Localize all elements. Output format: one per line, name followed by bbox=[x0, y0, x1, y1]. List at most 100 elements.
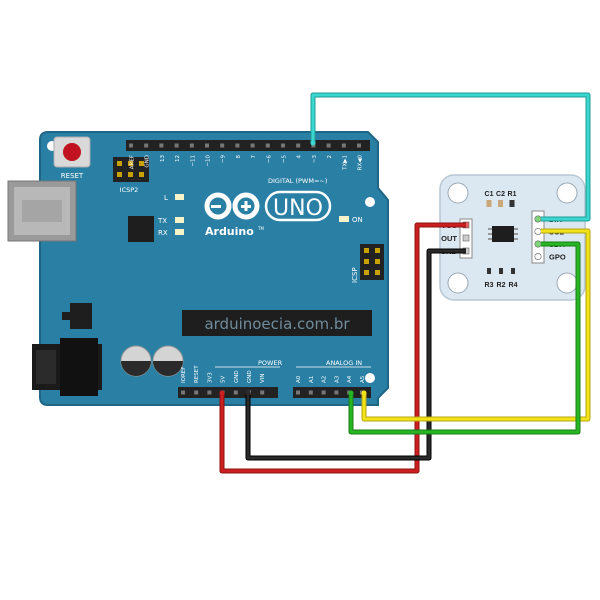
pin-label: A0 bbox=[296, 375, 302, 383]
wire-end bbox=[219, 390, 225, 396]
pin-label: 4 bbox=[297, 155, 303, 159]
header-pin[interactable] bbox=[296, 143, 301, 148]
header-pin[interactable] bbox=[321, 390, 326, 395]
module-pin-out[interactable] bbox=[462, 234, 470, 242]
header-pin[interactable] bbox=[194, 390, 199, 395]
module-pin-label: GPO bbox=[549, 253, 566, 262]
smd-component bbox=[498, 200, 503, 207]
pin-label: ~3 bbox=[312, 155, 318, 164]
icsp2-pin[interactable] bbox=[139, 172, 144, 177]
icsp-label: ICSP bbox=[351, 267, 359, 283]
icsp2-pin[interactable] bbox=[128, 161, 133, 166]
icsp-pin[interactable] bbox=[375, 270, 380, 275]
header-pin[interactable] bbox=[233, 390, 238, 395]
led-tx-label: TX bbox=[157, 217, 167, 225]
component-label: C2 bbox=[496, 191, 505, 198]
pin-label: 5V bbox=[221, 376, 227, 383]
icsp-pin[interactable] bbox=[375, 259, 380, 264]
icsp2-pin[interactable] bbox=[117, 161, 122, 166]
header-pin[interactable] bbox=[174, 143, 179, 148]
header-pin[interactable] bbox=[207, 390, 212, 395]
pin-label: GND bbox=[247, 370, 253, 383]
reset-button[interactable] bbox=[53, 136, 91, 168]
component-label: R4 bbox=[509, 282, 518, 289]
usb-connector bbox=[7, 180, 77, 242]
header-pin[interactable] bbox=[357, 143, 361, 148]
module-pin-dir[interactable] bbox=[534, 215, 542, 223]
component-label: R1 bbox=[508, 191, 517, 198]
pin-label: 8 bbox=[236, 155, 242, 159]
icsp-pin[interactable] bbox=[364, 270, 369, 275]
icsp-pin[interactable] bbox=[364, 248, 369, 253]
module-chip bbox=[488, 226, 518, 242]
pin-label: RX◀0 bbox=[358, 155, 364, 171]
wire-end bbox=[245, 390, 251, 396]
pin-label: A5 bbox=[360, 375, 366, 383]
icsp-pin[interactable] bbox=[375, 248, 380, 253]
usb-chip bbox=[128, 216, 154, 242]
led-rx bbox=[175, 229, 184, 235]
board-brand: Arduino bbox=[205, 225, 254, 238]
pin-label: VIN bbox=[260, 374, 266, 384]
wires bbox=[219, 92, 591, 474]
header-pin[interactable] bbox=[189, 143, 194, 148]
pin-label: ~5 bbox=[282, 155, 288, 164]
pin-label: GND bbox=[234, 370, 240, 383]
icsp-pin[interactable] bbox=[364, 259, 369, 264]
pin-label: RESET bbox=[194, 365, 200, 383]
wire-end bbox=[361, 390, 367, 396]
header-pin[interactable] bbox=[144, 143, 149, 148]
smd-component bbox=[486, 200, 492, 207]
component-label: R3 bbox=[485, 282, 494, 289]
header-pin[interactable] bbox=[220, 143, 225, 148]
icsp2-pin[interactable] bbox=[128, 172, 133, 177]
header-pin[interactable] bbox=[341, 143, 346, 148]
header-pin[interactable] bbox=[308, 390, 313, 395]
module-pin-scl[interactable] bbox=[534, 228, 542, 236]
arduino-logo bbox=[204, 192, 260, 220]
header-pin[interactable] bbox=[265, 143, 270, 148]
pin-label: GND bbox=[145, 155, 151, 168]
module-hole bbox=[556, 272, 578, 294]
header-pin[interactable] bbox=[129, 143, 133, 148]
icsp2-pin[interactable] bbox=[139, 161, 144, 166]
module-hole bbox=[447, 182, 469, 204]
module-right-header bbox=[531, 210, 545, 264]
smd-component bbox=[509, 200, 515, 207]
board-model: UNO bbox=[273, 196, 323, 221]
capacitor bbox=[152, 345, 184, 377]
reset-label: RESET bbox=[61, 172, 84, 180]
header-pin[interactable] bbox=[281, 143, 285, 148]
module-pin-gpo[interactable] bbox=[534, 253, 542, 261]
pin-label: 2 bbox=[327, 155, 333, 159]
header-pin[interactable] bbox=[296, 390, 300, 395]
header-pin[interactable] bbox=[311, 143, 316, 148]
digital-header bbox=[126, 140, 370, 151]
wire-end bbox=[348, 390, 354, 396]
header-pin[interactable] bbox=[205, 143, 209, 148]
header-pin[interactable] bbox=[159, 143, 164, 148]
uno-badge bbox=[264, 190, 332, 222]
led-tx bbox=[175, 217, 184, 223]
pin-label: ~10 bbox=[206, 155, 212, 167]
pin-label: A1 bbox=[309, 376, 315, 383]
smd-component bbox=[487, 268, 491, 274]
header-pin[interactable] bbox=[181, 390, 185, 395]
header-pin[interactable] bbox=[334, 390, 339, 395]
watermark: arduinoecia.com.br bbox=[204, 315, 350, 333]
header-pin[interactable] bbox=[260, 390, 265, 395]
header-pin[interactable] bbox=[326, 143, 331, 148]
regulator bbox=[70, 303, 92, 329]
pin-label: ~6 bbox=[266, 155, 272, 164]
header-pin[interactable] bbox=[250, 143, 255, 148]
smd-component bbox=[511, 268, 515, 274]
led-on bbox=[339, 216, 349, 222]
header-pin[interactable] bbox=[235, 143, 240, 148]
icsp2-pin[interactable] bbox=[117, 172, 122, 177]
analog-header bbox=[293, 387, 371, 398]
component-label: C1 bbox=[485, 191, 494, 198]
icsp2-label: ICSP2 bbox=[120, 186, 139, 194]
module-pin-sda[interactable] bbox=[534, 240, 542, 248]
